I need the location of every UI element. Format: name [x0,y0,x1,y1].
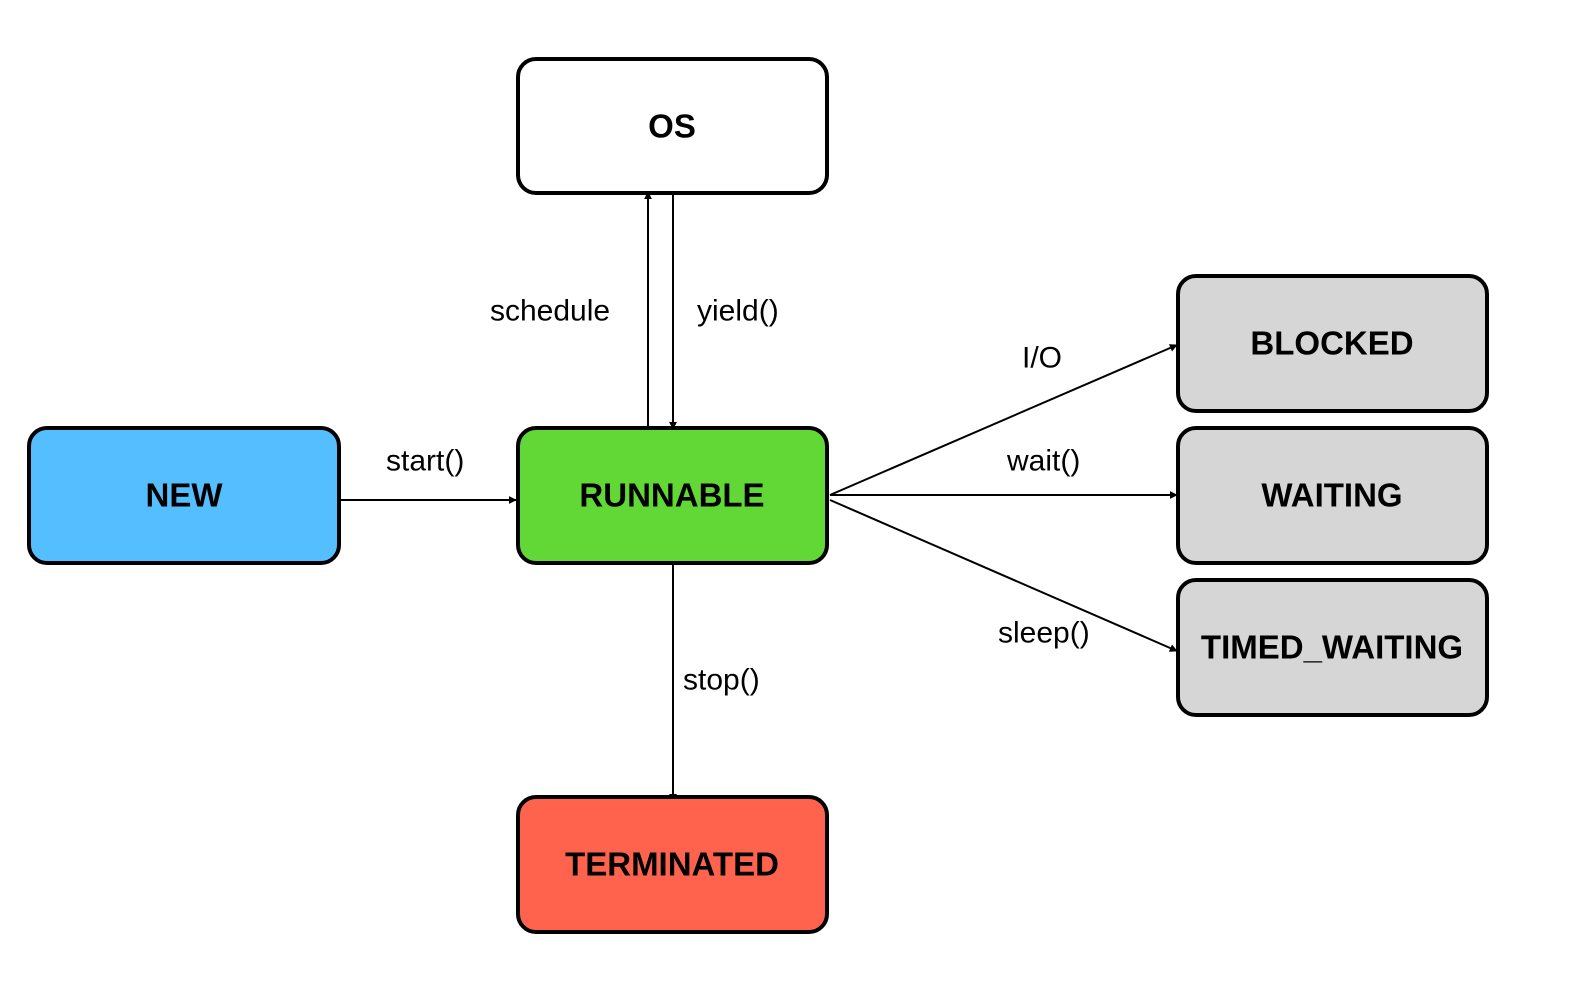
edge-label-sleep: sleep() [998,617,1090,650]
node-waiting-box [1176,426,1489,565]
node-new-box [27,426,341,565]
edge-sleep [829,499,1178,652]
node-terminated-label: TERMINATED [565,846,779,883]
node-os-box [516,57,829,195]
edge-label-wait: wait() [1006,445,1080,478]
edge-label-schedule: schedule [490,295,610,328]
edge-io [829,344,1178,496]
node-new-label: NEW [146,477,224,514]
node-blocked: BLOCKED [1176,274,1489,413]
node-waiting-label: WAITING [1261,477,1402,514]
node-blocked-box [1176,274,1489,413]
node-terminated: TERMINATED [516,795,829,934]
edge-label-io: I/O [1022,342,1062,375]
node-waiting: WAITING [1176,426,1489,565]
node-runnable-label: RUNNABLE [579,477,764,514]
node-timed-waiting: TIMED_WAITING [1176,578,1489,717]
edge-label-yield: yield() [697,295,779,328]
edge-label-start: start() [386,445,464,478]
node-timed-waiting-box [1176,578,1489,717]
node-runnable-box [516,426,829,565]
node-terminated-box [516,795,829,934]
node-new: NEW [27,426,341,565]
edge-label-stop: stop() [683,664,760,697]
node-timed-waiting-label: TIMED_WAITING [1201,629,1463,666]
node-os-label: OS [648,108,696,145]
node-os: OS [516,57,829,195]
node-runnable: RUNNABLE [516,426,829,565]
node-blocked-label: BLOCKED [1250,325,1413,362]
